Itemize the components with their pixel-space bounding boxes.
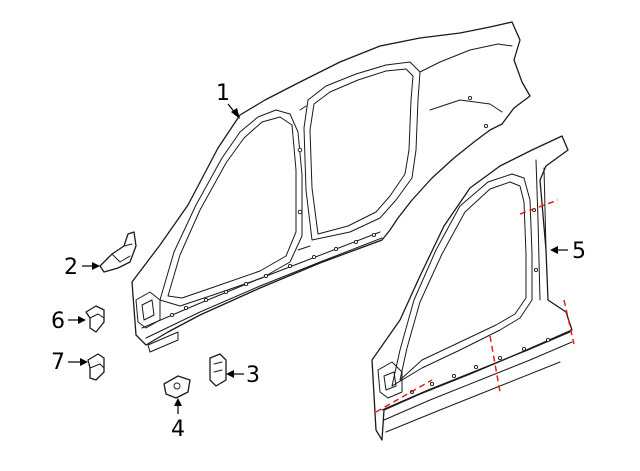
- callout-label-5: 5: [572, 239, 586, 264]
- side-panel-section: [371, 135, 575, 441]
- callout-6: 6: [51, 309, 86, 334]
- body-side-panel: [131, 21, 531, 353]
- callout-1: 1: [216, 81, 240, 119]
- callout-7: 7: [51, 350, 88, 375]
- callout-3: 3: [226, 363, 260, 388]
- pillar-bracket: [99, 231, 137, 273]
- callout-label-7: 7: [51, 350, 65, 375]
- callout-label-1: 1: [216, 81, 230, 106]
- cut-line-rocker-rear: [563, 299, 575, 345]
- callout-4: 4: [171, 398, 185, 442]
- callout-2: 2: [64, 255, 100, 280]
- callout-label-6: 6: [51, 309, 65, 334]
- callout-5: 5: [550, 239, 586, 264]
- cut-line-front-lower: [375, 379, 433, 413]
- callout-label-3: 3: [246, 363, 260, 388]
- small-bracket-upper: [85, 305, 105, 333]
- callout-label-2: 2: [64, 255, 78, 280]
- small-bracket-lower: [87, 353, 105, 381]
- reinforcement-clip: [209, 353, 227, 387]
- cut-line-pillar-top: [519, 199, 559, 215]
- gusset-plate: [163, 375, 191, 399]
- callout-label-4: 4: [171, 417, 185, 442]
